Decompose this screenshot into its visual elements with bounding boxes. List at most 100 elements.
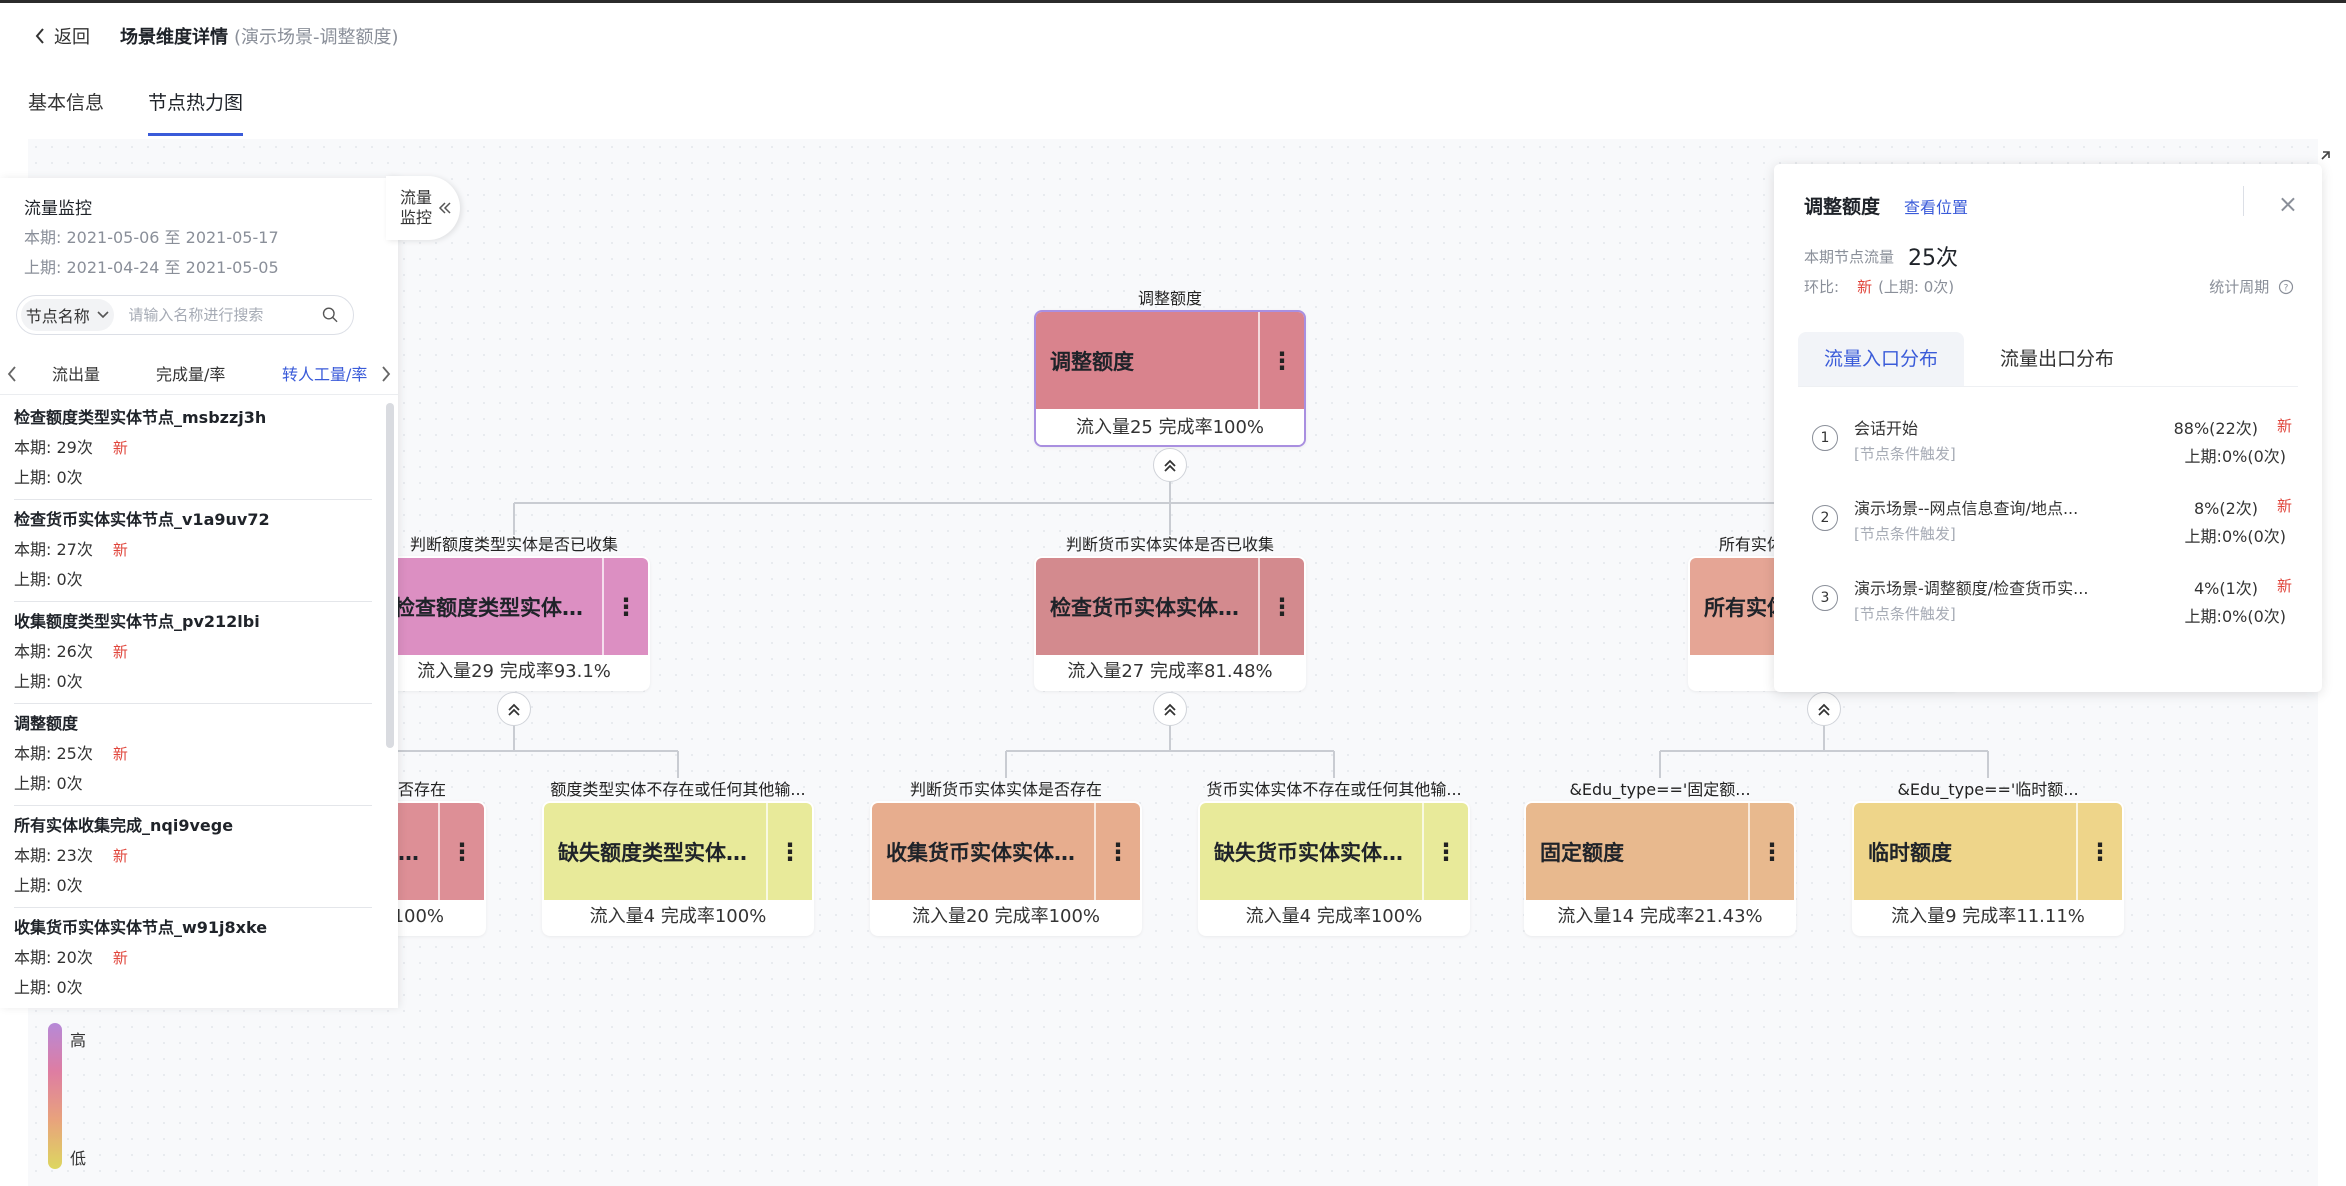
- node-name: 检查货币实体实体节点_v1a9uv72: [1050, 595, 1258, 620]
- monitor-toggle-button[interactable]: 流量监控: [386, 176, 460, 240]
- node-header: 调整额度 ⋮: [1036, 312, 1304, 409]
- new-badge: 新: [112, 847, 128, 865]
- collapse-toggle[interactable]: [1153, 692, 1187, 726]
- list-item[interactable]: 检查额度类型实体节点_msbzzj3h 本期: 29次新 上期: 0次: [14, 398, 372, 500]
- item-name: 所有实体收集完成_nqi9vege: [14, 816, 234, 835]
- node-label: 判断货币实体实体是否已收集: [1065, 535, 1274, 554]
- tab-outflow-distribution[interactable]: 流量出口分布: [2000, 348, 2115, 370]
- more-vertical-icon[interactable]: ⋮: [602, 558, 648, 655]
- more-vertical-icon[interactable]: ⋮: [1748, 803, 1794, 900]
- inflow-row[interactable]: 3 演示场景-调整额度/检查货币实... [节点条件触发] 4%(1次) 新 上…: [1798, 561, 2298, 641]
- more-vertical-icon[interactable]: ⋮: [766, 803, 812, 900]
- new-badge: 新: [2276, 497, 2292, 515]
- current-period: 本期: 2021-05-06 至 2021-05-17: [24, 228, 279, 247]
- locate-link[interactable]: 查看位置: [1904, 198, 1969, 217]
- item-previous: 上期: 0次: [14, 876, 83, 895]
- list-item[interactable]: 收集额度类型实体节点_pv212lbi 本期: 26次新 上期: 0次: [14, 602, 372, 704]
- search-icon[interactable]: [322, 304, 339, 326]
- collapse-toggle[interactable]: [1153, 448, 1187, 482]
- divider: [2243, 186, 2244, 216]
- node-name: 检查额度类型实体节点_msbzzj3h: [394, 595, 602, 620]
- chevron-left-icon[interactable]: [6, 365, 18, 383]
- more-vertical-icon[interactable]: ⋮: [2076, 803, 2122, 900]
- node-root[interactable]: 调整额度 ⋮ 流入量25 完成率100%: [1034, 310, 1306, 447]
- node-stat: 流入量25 完成率100%: [1036, 412, 1304, 445]
- more-vertical-icon[interactable]: ⋮: [1258, 312, 1304, 409]
- more-vertical-icon[interactable]: ⋮: [1258, 558, 1304, 655]
- flow-label: 本期节点流量: [1804, 248, 1895, 266]
- monitor-tabs: 流出量 完成量/率 转人工量/率: [0, 353, 398, 395]
- page-title: 场景维度详情: [120, 27, 228, 48]
- node-name: 调整额度: [1050, 349, 1134, 374]
- chevron-double-up-icon: [508, 703, 520, 716]
- row-index: 3: [1812, 585, 1838, 611]
- node[interactable]: 检查货币实体实体节点_v1a9uv72 ⋮ 流入量27 完成率81.48%: [1034, 556, 1306, 691]
- tab-outflow[interactable]: 流出量: [52, 365, 101, 384]
- list-item[interactable]: 所有实体收集完成_nqi9vege 本期: 23次新 上期: 0次: [14, 806, 372, 908]
- more-vertical-icon[interactable]: ⋮: [438, 803, 484, 900]
- inflow-row[interactable]: 2 演示场景--网点信息查询/地点... [节点条件触发] 8%(2次) 新 上…: [1798, 481, 2298, 561]
- new-badge: 新: [1857, 278, 1873, 296]
- chevron-right-icon[interactable]: [380, 365, 392, 383]
- node-name: 固定额度: [1540, 840, 1624, 865]
- item-previous: 上期: 0次: [14, 570, 83, 589]
- item-name: 收集额度类型实体节点_pv212lbi: [14, 612, 260, 631]
- node-stat: 流入量14 完成率21.43%: [1526, 901, 1794, 934]
- search-input[interactable]: [114, 306, 323, 324]
- node[interactable]: 临时额度 ⋮ 流入量9 完成率11.11%: [1852, 801, 2124, 936]
- search-field-select[interactable]: 节点名称: [21, 299, 115, 331]
- tab-basic-info[interactable]: 基本信息: [28, 92, 105, 114]
- list-scrollbar[interactable]: [386, 403, 394, 748]
- tab-transfer-human[interactable]: 转人工量/率: [282, 365, 368, 384]
- tab-inflow-distribution[interactable]: 流量入口分布: [1798, 332, 1965, 386]
- node-header: 临时额度 ⋮: [1854, 803, 2122, 900]
- node[interactable]: 固定额度 ⋮ 流入量14 完成率21.43%: [1524, 801, 1796, 936]
- search-field-label: 节点名称: [25, 307, 90, 326]
- main-tabs: 基本信息 节点热力图: [0, 66, 2346, 139]
- new-badge: 新: [112, 439, 128, 457]
- detail-tabs: 流量入口分布 流量出口分布: [1798, 332, 2298, 386]
- new-badge: 新: [112, 949, 128, 967]
- item-previous: 上期: 0次: [14, 774, 83, 793]
- node-stat: 流入量4 完成率100%: [544, 901, 812, 934]
- detail-node-name: 调整额度: [1804, 196, 1881, 218]
- source-previous: 上期:0%(0次): [2184, 447, 2286, 466]
- collapse-toggle[interactable]: [497, 692, 531, 726]
- list-item[interactable]: 收集货币实体实体节点_w91j8xke 本期: 20次新 上期: 0次: [14, 908, 372, 996]
- new-badge: 新: [112, 745, 128, 763]
- node[interactable]: 收集货币实体实体节点 ⋮ 流入量20 完成率100%: [870, 801, 1142, 936]
- fullscreen-icon[interactable]: [2312, 149, 2332, 169]
- chevrons-left-icon: [438, 202, 451, 214]
- item-current: 本期: 20次: [14, 948, 93, 967]
- source-percent: 88%(22次): [2173, 419, 2258, 438]
- node[interactable]: 缺失货币实体实体处理节点 ⋮ 流入量4 完成率100%: [1198, 801, 1470, 936]
- monitor-toggle-label: 流量监控: [400, 188, 433, 227]
- list-item[interactable]: 检查货币实体实体节点_v1a9uv72 本期: 27次新 上期: 0次: [14, 500, 372, 602]
- new-badge: 新: [2276, 417, 2292, 435]
- tab-node-heatmap[interactable]: 节点热力图: [148, 86, 244, 136]
- ratio-prev: (上期: 0次): [1878, 278, 1955, 296]
- node[interactable]: 缺失额度类型实体处理节点 ⋮ 流入量4 完成率100%: [542, 801, 814, 936]
- inflow-list: 1 会话开始 [节点条件触发] 88%(22次) 新 上期:0%(0次) 2 演…: [1798, 386, 2298, 666]
- period-label: 统计周期: [2209, 278, 2270, 296]
- more-vertical-icon[interactable]: ⋮: [1094, 803, 1140, 900]
- node[interactable]: 检查额度类型实体节点_msbzzj3h ⋮ 流入量29 完成率93.1%: [378, 556, 650, 691]
- collapse-toggle[interactable]: [1807, 692, 1841, 726]
- node-label-root: 调整额度: [1137, 289, 1202, 308]
- node-header: 检查货币实体实体节点_v1a9uv72 ⋮: [1036, 558, 1304, 655]
- list-item[interactable]: 调整额度 本期: 25次新 上期: 0次: [14, 704, 372, 806]
- more-vertical-icon[interactable]: ⋮: [1422, 803, 1468, 900]
- previous-period: 上期: 2021-04-24 至 2021-05-05: [24, 258, 279, 277]
- node-name: 临时额度: [1868, 840, 1952, 865]
- node-name: 缺失货币实体实体处理节点: [1214, 840, 1422, 865]
- node-header: 缺失额度类型实体处理节点 ⋮: [544, 803, 812, 900]
- tab-completion[interactable]: 完成量/率: [156, 365, 226, 384]
- trigger-type: [节点条件触发]: [1854, 445, 1956, 463]
- inflow-row[interactable]: 1 会话开始 [节点条件触发] 88%(22次) 新 上期:0%(0次): [1798, 401, 2298, 481]
- node-label: &Edu_type=='临时额...: [1897, 780, 2079, 799]
- period-info[interactable]: 统计周期 ?: [2209, 276, 2294, 297]
- node-stat: 流入量4 完成率100%: [1200, 901, 1468, 934]
- close-icon[interactable]: ×: [2277, 190, 2298, 218]
- item-previous: 上期: 0次: [14, 468, 83, 487]
- back-button[interactable]: 返回: [34, 23, 90, 49]
